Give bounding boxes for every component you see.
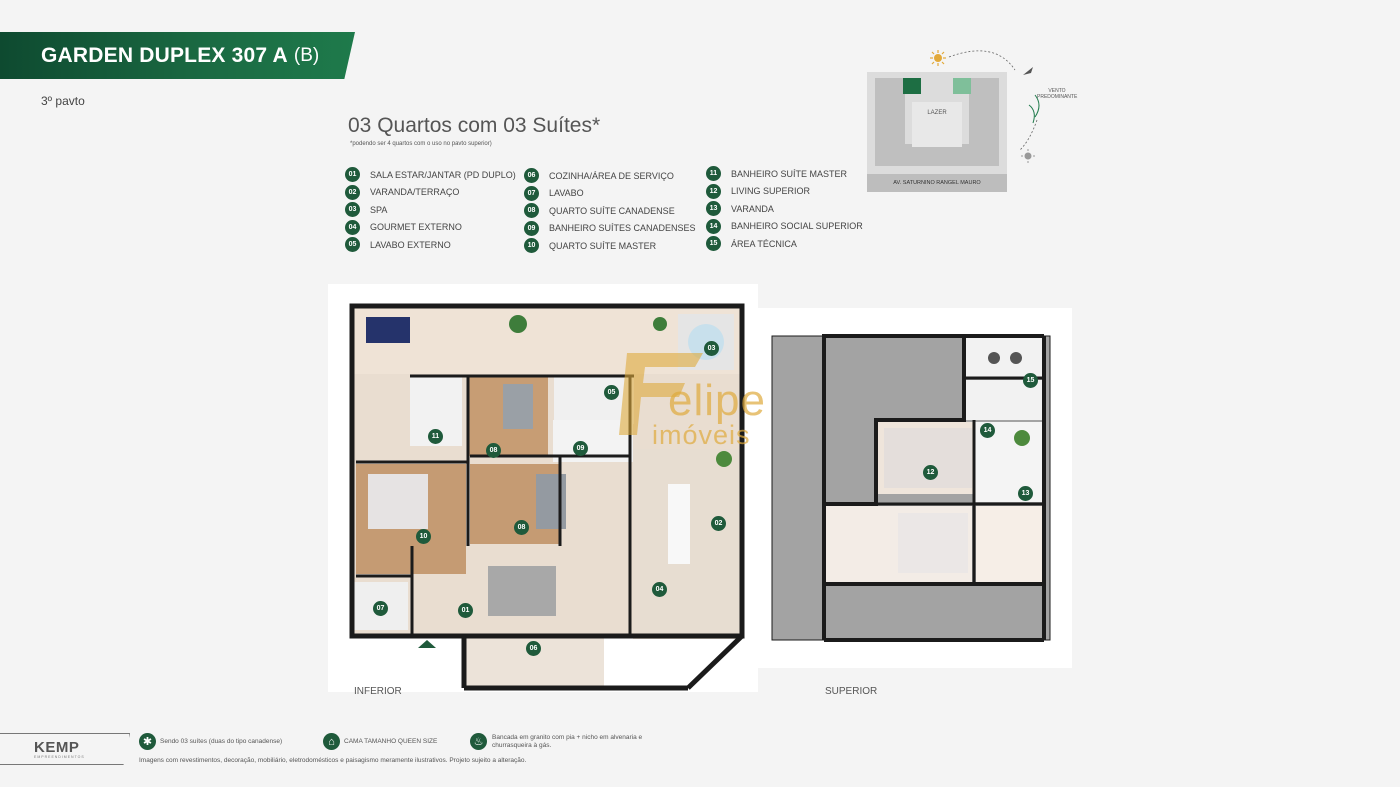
unit-title-suffix: (B) bbox=[293, 44, 320, 66]
unit-highlight bbox=[903, 78, 921, 94]
ac-unit-icon bbox=[1010, 352, 1022, 364]
footnote-grill: Bancada em granito com pia + nicho em al… bbox=[492, 734, 643, 749]
plan-badge: 08 bbox=[514, 520, 529, 535]
rooms-heading-note: *podendo ser 4 quartos com o uso no pavt… bbox=[350, 141, 492, 147]
sun-wind-diagram bbox=[930, 50, 1040, 163]
lower-plan-caption: INFERIOR bbox=[354, 686, 402, 697]
grill-icon: ♨ bbox=[470, 733, 487, 750]
plan-badge: 11 bbox=[428, 429, 443, 444]
plan-badge: 04 bbox=[652, 582, 667, 597]
floor-plan-lower: 03 05 11 08 09 02 10 08 04 07 01 06 bbox=[328, 284, 758, 692]
asterisk-icon: ✱ bbox=[139, 733, 156, 750]
street-label: AV. SATURNINO RANGEL MAURO bbox=[867, 174, 1007, 192]
floor-plan-upper: 15 14 12 13 bbox=[758, 308, 1072, 668]
plan-badge: 03 bbox=[704, 341, 719, 356]
plan-badge: 12 bbox=[923, 465, 938, 480]
disclaimer: Imagens com revestimentos, decoração, mo… bbox=[139, 757, 527, 764]
rooms-heading: 03 Quartos com 03 Suítes* bbox=[348, 114, 601, 137]
bed-icon: ⌂ bbox=[323, 733, 340, 750]
entrance-arrow-icon bbox=[418, 640, 436, 648]
moon-sun-icon bbox=[1021, 149, 1035, 163]
unit-highlight-alt bbox=[953, 78, 971, 94]
unit-title: GARDEN DUPLEX 307 A bbox=[41, 43, 288, 67]
plan-badge: 10 bbox=[416, 529, 431, 544]
upper-plan-caption: SUPERIOR bbox=[825, 686, 878, 697]
plan-badge: 05 bbox=[604, 385, 619, 400]
wind-label: VENTO PREDOMINANTE bbox=[1037, 88, 1078, 100]
lazer-area: LAZER bbox=[912, 102, 962, 147]
floor-plan-upper-drawing bbox=[771, 334, 1051, 642]
plan-badge: 13 bbox=[1018, 486, 1033, 501]
footnote-suites: Sendo 03 suítes (duas do tipo canadense) bbox=[160, 738, 283, 745]
site-location-map: LAZER AV. SATURNINO RANGEL MAURO bbox=[867, 72, 1007, 192]
watermark-line-1: elipe bbox=[668, 376, 766, 425]
plan-badge: 15 bbox=[1023, 373, 1038, 388]
ac-unit-icon bbox=[988, 352, 1000, 364]
kemp-logo: KEMP EMPREENDIMENTOS bbox=[0, 733, 130, 765]
logo-text: KEMP bbox=[34, 739, 80, 756]
floor-plan-lower-drawing bbox=[349, 303, 745, 691]
sun-icon bbox=[930, 50, 946, 66]
plan-badge: 01 bbox=[458, 603, 473, 618]
plan-badge: 14 bbox=[980, 423, 995, 438]
plant-icon bbox=[509, 315, 527, 333]
plant-icon bbox=[1014, 430, 1030, 446]
logo-subtitle: EMPREENDIMENTOS bbox=[34, 755, 85, 759]
plant-icon bbox=[653, 317, 667, 331]
plant-icon bbox=[716, 451, 732, 467]
footnote-bed: CAMA TAMANHO QUEEN SIZE bbox=[344, 738, 438, 745]
plan-badge: 09 bbox=[573, 441, 588, 456]
plan-badge: 08 bbox=[486, 443, 501, 458]
plan-badge: 07 bbox=[373, 601, 388, 616]
plan-badge: 02 bbox=[711, 516, 726, 531]
wind-icon bbox=[1023, 67, 1033, 75]
watermark-line-2: imóveis bbox=[652, 420, 751, 450]
title-banner: GARDEN DUPLEX 307 A (B) bbox=[0, 32, 355, 79]
floor-label: 3º pavto bbox=[41, 94, 85, 108]
plan-badge: 06 bbox=[526, 641, 541, 656]
